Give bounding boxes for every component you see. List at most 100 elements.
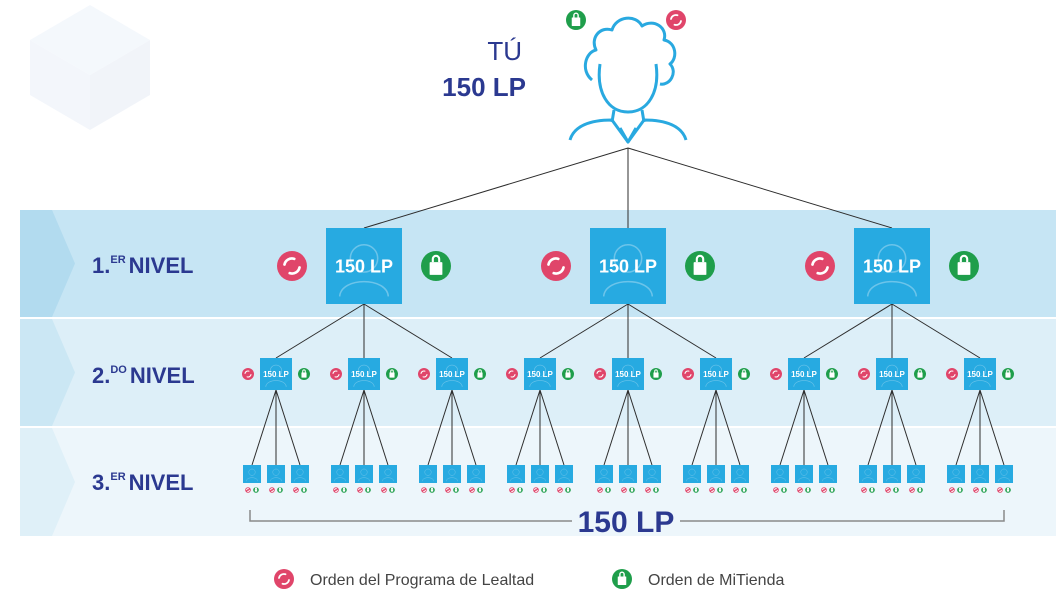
level-3-node	[531, 465, 549, 483]
loyalty-order-icon	[533, 487, 539, 493]
loyalty-order-icon	[445, 487, 451, 493]
loyalty-order-icon	[330, 368, 342, 380]
connector-line	[627, 147, 893, 229]
level-3-node	[683, 465, 701, 483]
legend-loyalty-text: Orden del Programa de Lealtad	[310, 572, 534, 589]
total-bracket	[249, 510, 1005, 522]
connector-line	[275, 389, 301, 466]
node-points-label: 150 LP	[263, 370, 289, 379]
node-points-label: 150 LP	[599, 256, 657, 276]
mitienda-order-icon	[389, 487, 395, 493]
mitienda-order-icon	[893, 487, 899, 493]
mitienda-order-icon	[653, 487, 659, 493]
level-1-word: NIVEL	[129, 253, 194, 278]
level-3-node	[707, 465, 725, 483]
legend-mitienda-icon	[612, 569, 632, 589]
loyalty-order-icon	[293, 487, 299, 493]
loyalty-order-icon	[949, 487, 955, 493]
network-nodes: 150 LP 150 LP 150 LP 150 LP 150 LP 150 LP 150 …	[242, 228, 1014, 493]
connector-line	[779, 389, 805, 466]
connector-line	[275, 303, 365, 359]
node-points-label: 150 LP	[967, 370, 993, 379]
node-points-label: 150 LP	[335, 256, 393, 276]
connector-line	[979, 389, 1005, 466]
loyalty-order-icon	[909, 487, 915, 493]
level-3-node	[771, 465, 789, 483]
connector-line	[251, 389, 277, 466]
legend-loyalty-icon	[274, 569, 294, 589]
connector-line	[627, 389, 653, 466]
connector-line	[803, 303, 893, 359]
loyalty-order-icon	[861, 487, 867, 493]
loyalty-order-icon	[805, 251, 835, 281]
level-2-node: 150 LP	[700, 358, 732, 390]
mitienda-order-icon	[477, 487, 483, 493]
mitienda-order-icon	[957, 487, 963, 493]
mitienda-order-icon	[341, 487, 347, 493]
level-2-node: 150 LP	[964, 358, 996, 390]
level-3-node	[355, 465, 373, 483]
node-points-label: 150 LP	[791, 370, 817, 379]
level-3-node	[947, 465, 965, 483]
node-points-label: 150 LP	[439, 370, 465, 379]
level-1-node: 150 LP	[326, 228, 402, 304]
band-level-1-arrow	[20, 210, 75, 317]
mitienda-order-icon	[869, 487, 875, 493]
mitienda-order-icon	[781, 487, 787, 493]
band-level-2-arrow	[20, 319, 75, 426]
loyalty-order-icon	[797, 487, 803, 493]
level-3-node	[443, 465, 461, 483]
level-2-prefix: 2.	[92, 363, 110, 388]
connector-line	[539, 389, 565, 466]
mitienda-order-icon	[738, 368, 750, 380]
mitienda-order-icon	[541, 487, 547, 493]
mitienda-order-icon	[685, 251, 715, 281]
you-avatar-icon	[568, 16, 688, 144]
connector-line	[691, 389, 717, 466]
loyalty-order-icon	[557, 487, 563, 493]
mitienda-order-icon	[517, 487, 523, 493]
loyalty-order-icon	[274, 569, 294, 589]
mitienda-order-icon	[429, 487, 435, 493]
connector-line	[603, 389, 629, 466]
loyalty-order-icon	[885, 487, 891, 493]
you-label: TÚ	[487, 36, 522, 66]
level-3-node	[883, 465, 901, 483]
level-3-node	[795, 465, 813, 483]
level-3-sup: ER	[110, 471, 125, 483]
level-3-node	[243, 465, 261, 483]
third-level-total: 150 LP	[578, 506, 675, 539]
level-1-node: 150 LP	[854, 228, 930, 304]
mitienda-order-icon	[981, 487, 987, 493]
level-2-node: 150 LP	[788, 358, 820, 390]
connector-line	[867, 389, 893, 466]
loyalty-order-icon	[821, 487, 827, 493]
node-points-label: 150 LP	[615, 370, 641, 379]
node-points-label: 150 LP	[879, 370, 905, 379]
loyalty-order-icon	[245, 487, 251, 493]
loyalty-order-icon	[242, 368, 254, 380]
level-2-node: 150 LP	[348, 358, 380, 390]
mitienda-order-icon	[1005, 487, 1011, 493]
loyalty-order-icon	[357, 487, 363, 493]
level-3-node	[819, 465, 837, 483]
loyalty-order-icon	[333, 487, 339, 493]
loyalty-order-icon	[269, 487, 275, 493]
mitienda-order-icon	[365, 487, 371, 493]
mitienda-order-icon	[298, 368, 310, 380]
loyalty-order-icon	[277, 251, 307, 281]
level-1-prefix: 1.	[92, 253, 110, 278]
level-2-sup: DO	[110, 364, 127, 376]
connector-lines	[251, 147, 1005, 466]
connector-line	[515, 389, 541, 466]
mitienda-order-icon	[917, 487, 923, 493]
loyalty-order-icon	[858, 368, 870, 380]
loyalty-order-icon	[946, 368, 958, 380]
level-3-node	[555, 465, 573, 483]
mitienda-order-icon	[421, 251, 451, 281]
node-points-label: 150 LP	[703, 370, 729, 379]
mitienda-order-icon	[829, 487, 835, 493]
connector-line	[539, 303, 629, 359]
